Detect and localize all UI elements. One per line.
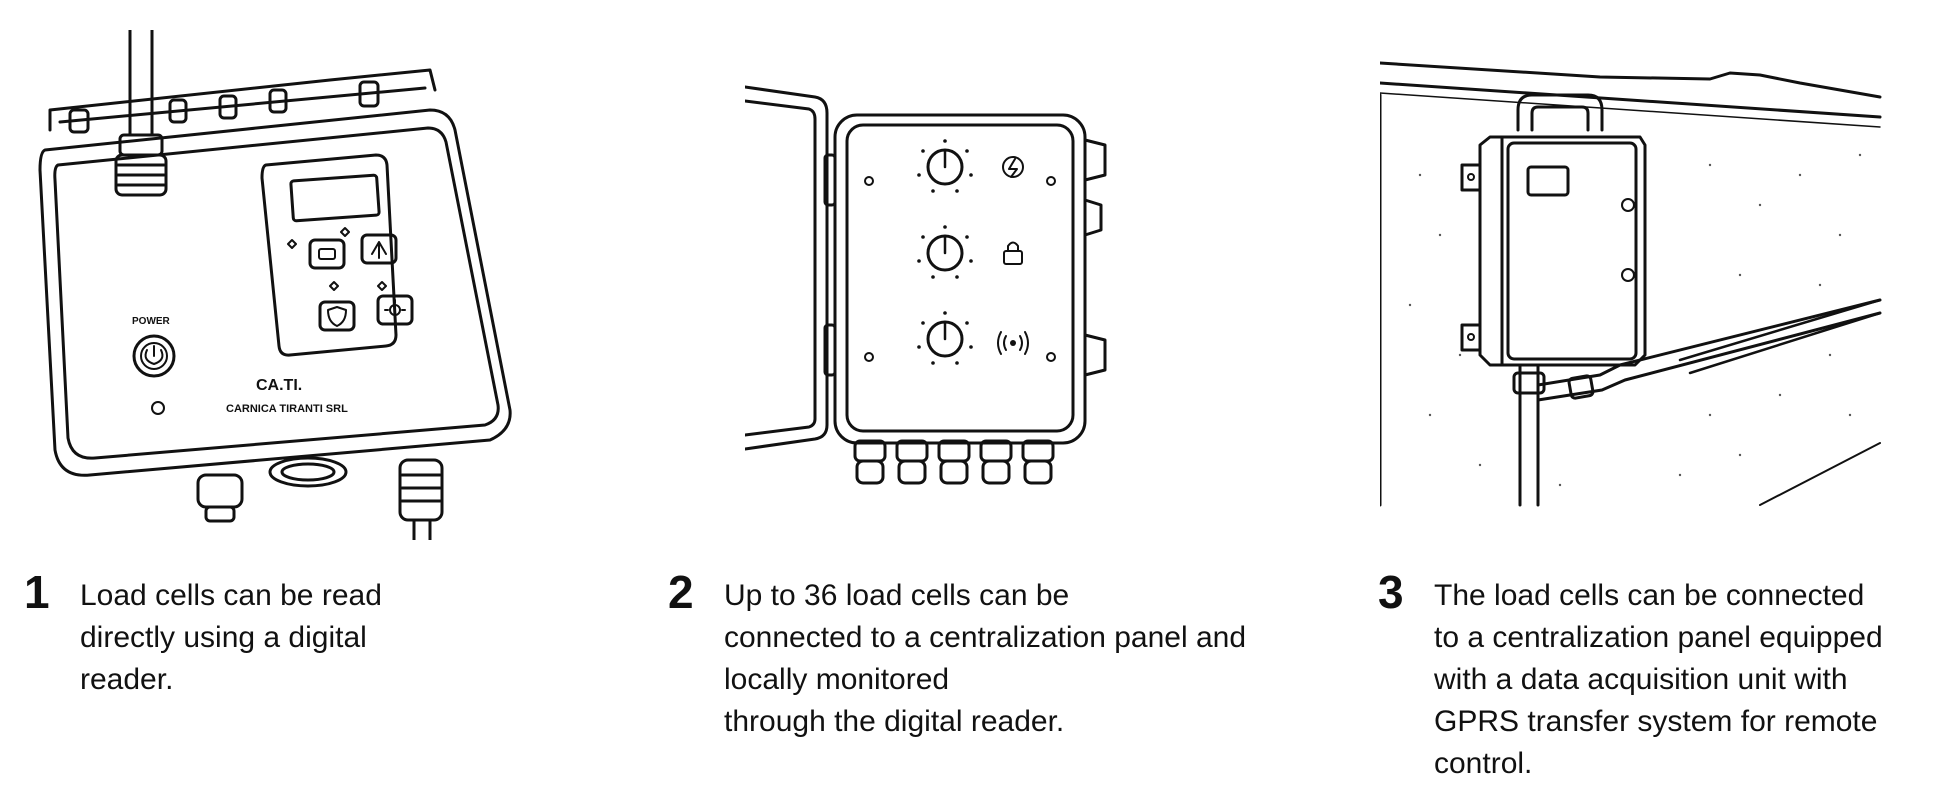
step-description: Load cells can be read directly using a … [80, 579, 382, 696]
digital-reader-illustration: POWER CA.TI. CARNICA TIRANTI SRL [30, 30, 530, 540]
knob-icon [917, 225, 973, 279]
lightning-icon [1002, 156, 1024, 178]
display-icon [1526, 165, 1570, 197]
step-number: 1 [24, 566, 50, 618]
wireless-icon [997, 331, 1029, 355]
knob-icon [917, 139, 973, 193]
knob-icon [917, 311, 973, 365]
battery-icon [308, 238, 346, 270]
brand-label: CA.TI. [256, 377, 302, 394]
gear-icon [376, 294, 414, 326]
step-description: The load cells can be connected to a cen… [1434, 579, 1883, 780]
upload-icon [360, 233, 398, 265]
step-3-panel: 3 The load cells can be connected to a c… [1360, 0, 1956, 804]
step-1-panel: POWER CA.TI. CARNICA TIRANTI SRL 1 Lo [0, 0, 640, 804]
power-label: POWER [132, 316, 171, 327]
lock-icon [1003, 241, 1023, 265]
status-led-icon [151, 401, 165, 415]
lid-hinge-icon [68, 80, 380, 134]
step-number: 3 [1378, 566, 1404, 618]
shield-icon [318, 300, 356, 332]
step-description: Up to 36 load cells can be connected to … [724, 579, 1247, 738]
power-button-icon [132, 334, 176, 378]
step-number: 2 [668, 566, 694, 618]
cable-gland-icon [196, 456, 444, 540]
wall-mounted-panel-illustration [1380, 55, 1900, 515]
cable-gland-icon [853, 439, 1055, 485]
company-label: CARNICA TIRANTI SRL [226, 403, 348, 415]
step-2-panel: 2 Up to 36 load cells can be connected t… [650, 0, 1290, 804]
antenna-icon [114, 30, 168, 197]
centralization-panel-illustration [745, 85, 1155, 495]
